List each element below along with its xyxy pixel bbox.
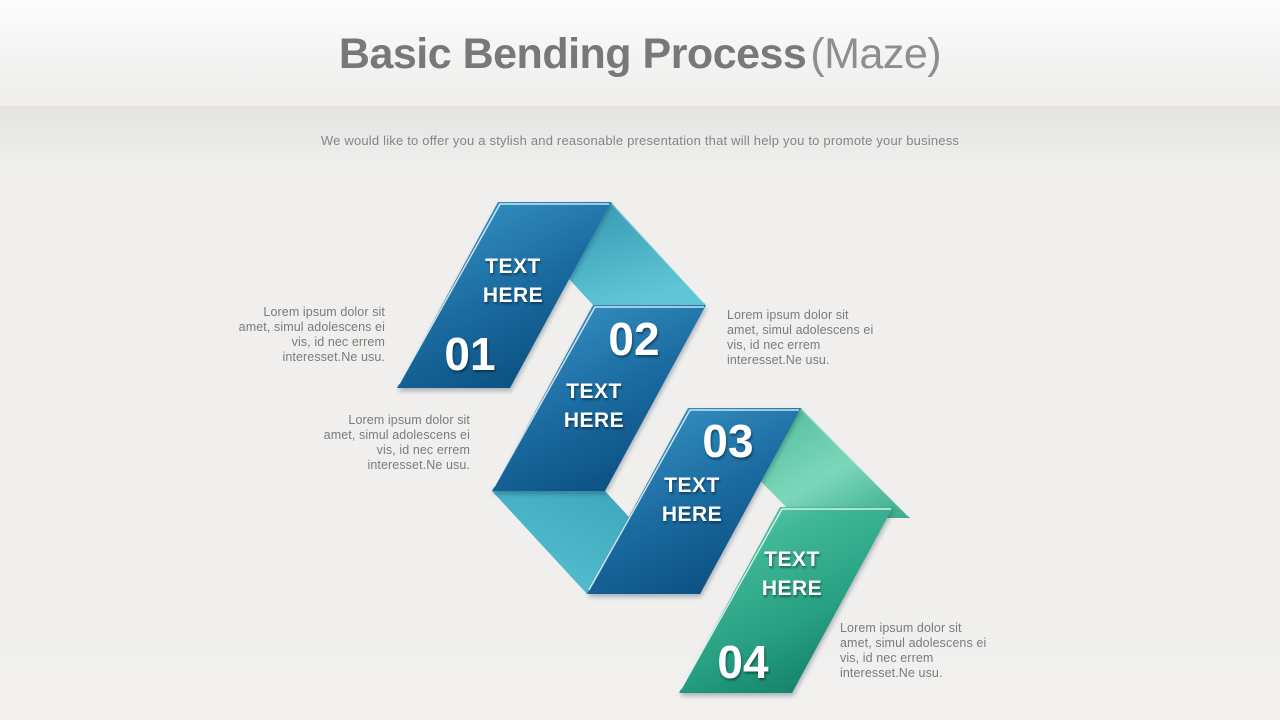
step-number-01: 01: [444, 328, 495, 380]
step-label-04-line2: HERE: [762, 577, 822, 600]
description-block-02: Lorem ipsum dolor sit amet, simul adoles…: [727, 308, 897, 368]
title-main-text: Basic Bending Process: [338, 30, 807, 78]
description-line: interesset.Ne usu.: [840, 666, 943, 680]
step-label-04-line1: TEXT: [764, 548, 820, 571]
description-line: interesset.Ne usu.: [367, 458, 470, 472]
description-line: vis, id nec errem: [376, 443, 470, 457]
step-label-01-line1: TEXT: [485, 255, 541, 278]
description-line: Lorem ipsum dolor sit: [348, 413, 470, 427]
description-line: amet, simul adolescens ei: [727, 323, 874, 337]
step-label-03-line1: TEXT: [664, 474, 720, 497]
description-block-04: Lorem ipsum dolor sit amet, simul adoles…: [840, 621, 1010, 681]
background-subtitle-band: [0, 106, 1280, 170]
description-block-03: Lorem ipsum dolor sit amet, simul adoles…: [300, 413, 470, 473]
step-label-03-line2: HERE: [662, 503, 722, 526]
step-number-02: 02: [608, 313, 659, 365]
step-band-04: TEXT HERE 04: [679, 507, 893, 693]
description-line: interesset.Ne usu.: [727, 353, 830, 367]
step-band-03: 03 TEXT HERE: [587, 408, 801, 594]
description-line: Lorem ipsum dolor sit: [263, 305, 385, 319]
description-line: vis, id nec errem: [840, 651, 934, 665]
step-band-02: 02 TEXT HERE: [492, 305, 706, 491]
title-suffix-text: (Maze): [810, 30, 942, 78]
description-line: interesset.Ne usu.: [282, 350, 385, 364]
description-line: vis, id nec errem: [291, 335, 385, 349]
step-number-03: 03: [702, 415, 753, 467]
background-top-band: [0, 0, 1280, 106]
description-line: amet, simul adolescens ei: [323, 428, 470, 442]
description-block-01: Lorem ipsum dolor sit amet, simul adoles…: [215, 305, 385, 365]
subtitle: We would like to offer you a stylish and…: [320, 133, 960, 148]
description-line: vis, id nec errem: [727, 338, 821, 352]
step-label-02-line2: HERE: [564, 409, 624, 432]
step-label-01-line2: HERE: [483, 284, 543, 307]
page-title: Basic Bending Process (Maze): [0, 30, 1280, 79]
description-line: Lorem ipsum dolor sit: [727, 308, 849, 322]
step-band-01: TEXT HERE 01: [397, 202, 611, 388]
description-line: amet, simul adolescens ei: [238, 320, 385, 334]
step-number-04: 04: [717, 636, 769, 688]
step-label-02-line1: TEXT: [566, 380, 622, 403]
description-line: Lorem ipsum dolor sit: [840, 621, 962, 635]
description-line: amet, simul adolescens ei: [840, 636, 987, 650]
